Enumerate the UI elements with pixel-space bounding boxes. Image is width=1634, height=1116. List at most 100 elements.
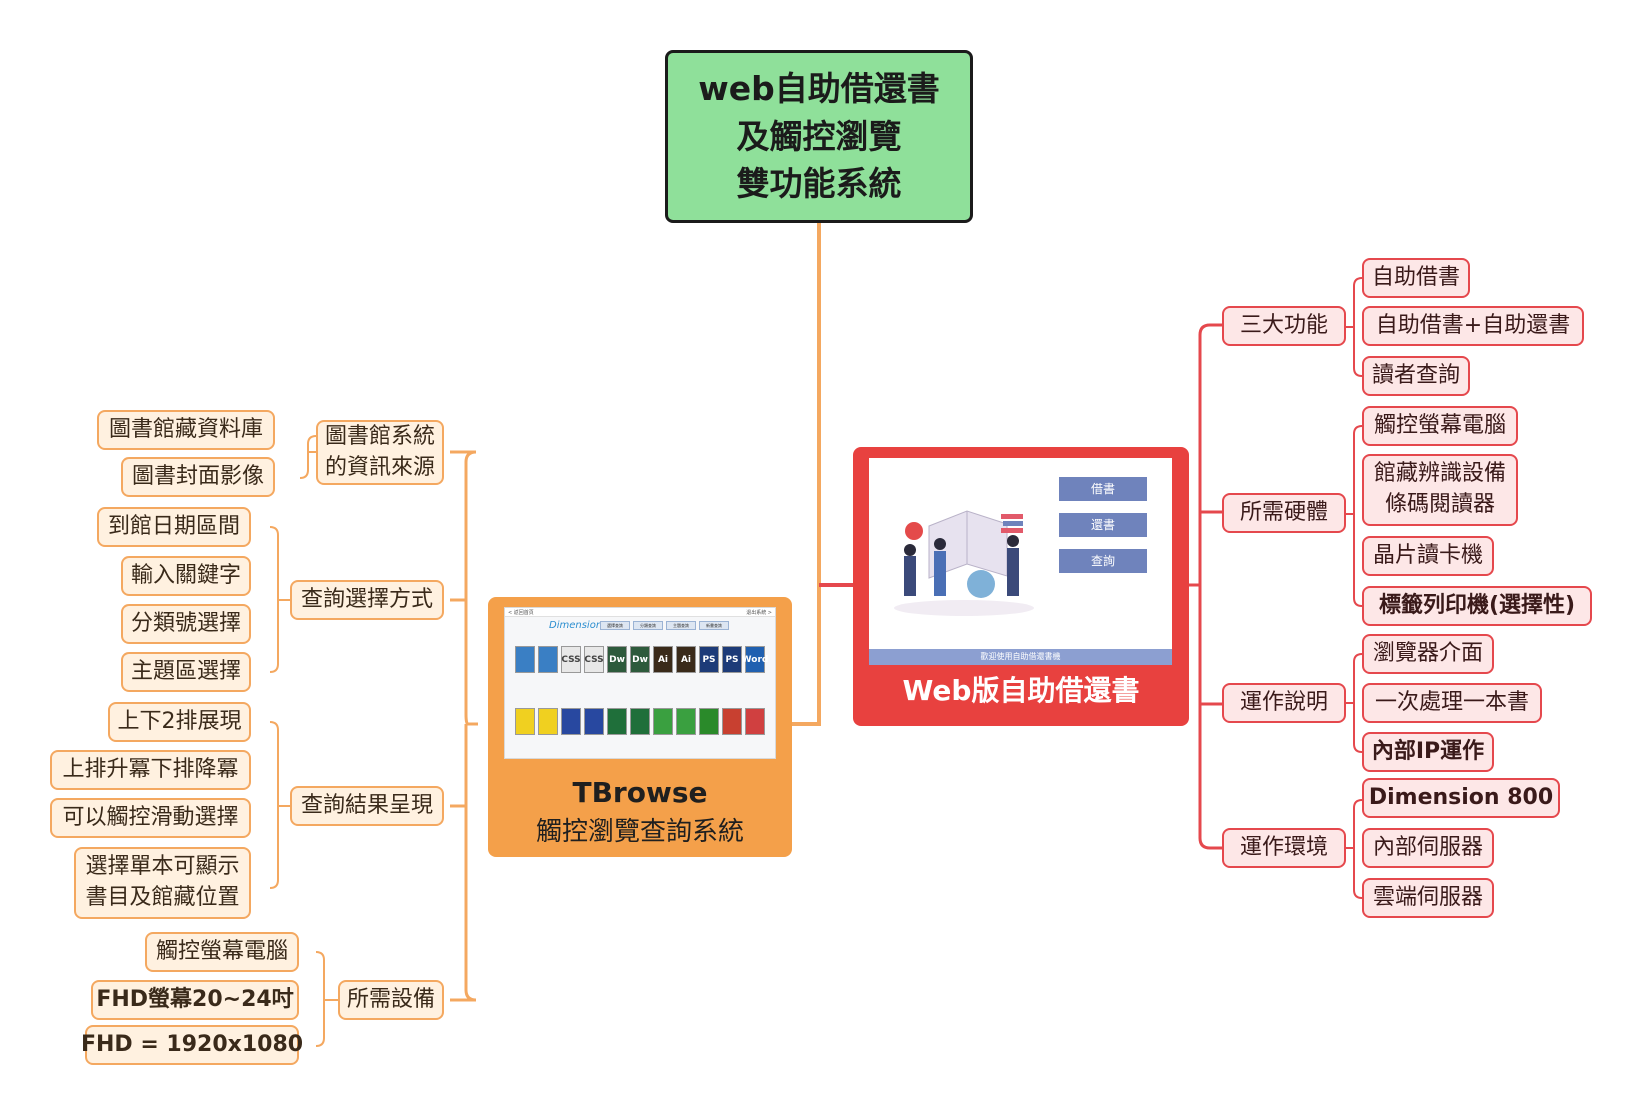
- red-branch-stubs: [1200, 323, 1222, 850]
- leaf-single-book-detail[interactable]: 選擇單本可顯示 書目及館藏位置: [74, 847, 251, 919]
- book-cover-thumbnail[interactable]: [653, 708, 673, 735]
- book-cover-thumbnail[interactable]: [722, 708, 742, 735]
- branch-query-methods[interactable]: 查詢選擇方式: [290, 580, 444, 620]
- root-line-1: web自助借還書: [698, 68, 940, 108]
- leaf-text: 圖書封面影像: [131, 463, 264, 489]
- leaf-arrival-date-range[interactable]: 到館日期區間: [97, 507, 251, 547]
- book-cover-thumbnail[interactable]: [538, 646, 558, 673]
- bracket-equip: [315, 951, 338, 1047]
- book-cover-thumbnail[interactable]: Dw: [607, 646, 627, 673]
- root-line-2: 及觸控瀏覽: [736, 116, 902, 156]
- leaf-barcode-reader[interactable]: 館藏辨識設備 條碼閱讀器: [1362, 454, 1518, 526]
- root-node[interactable]: web自助借還書 及觸控瀏覽 雙功能系統: [665, 50, 973, 223]
- leaf-text: 上下2排展現: [117, 708, 242, 734]
- book-cover-thumbnail[interactable]: CSS: [561, 646, 581, 673]
- leaf-touch-swipe[interactable]: 可以觸控滑動選擇: [50, 798, 251, 838]
- book-cover-thumbnail[interactable]: Ai: [653, 646, 673, 673]
- web-node[interactable]: 借書 還書 查詢 歡迎使用自助借還書機 Web版自助借還書: [853, 447, 1189, 726]
- book-cover-thumbnail[interactable]: [745, 708, 765, 735]
- tbrowse-node[interactable]: < 返回首頁 退出系統 > Dimension 選擇查詢 分類查詢 主題查詢 新…: [488, 597, 792, 857]
- leaf-internal-ip[interactable]: 內部IP運作: [1362, 732, 1494, 772]
- leaf-browser-interface[interactable]: 瀏覽器介面: [1362, 634, 1494, 674]
- root-to-tbrowse-line: [792, 223, 821, 726]
- tbrowse-tab: 選擇查詢: [600, 621, 630, 630]
- branch-label: 所需硬體: [1239, 499, 1328, 525]
- tbrowse-subtitle: 觸控瀏覽查詢系統: [535, 816, 744, 847]
- book-cover-thumbnail[interactable]: [607, 708, 627, 735]
- tbrowse-title: TBrowse: [572, 776, 708, 809]
- leaf-text: 上排升冪下排降冪: [62, 756, 239, 782]
- branch-operation-notes[interactable]: 運作說明: [1222, 683, 1346, 723]
- bracket-results: [269, 721, 290, 889]
- borrow-button[interactable]: 借書: [1059, 477, 1147, 501]
- leaf-collection-database[interactable]: 圖書館藏資料庫: [97, 410, 275, 450]
- leaf-touchscreen-pc[interactable]: 觸控螢幕電腦: [145, 932, 299, 972]
- branch-result-display[interactable]: 查詢結果呈現: [290, 786, 444, 826]
- tbrowse-screenshot: < 返回首頁 退出系統 > Dimension 選擇查詢 分類查詢 主題查詢 新…: [504, 607, 776, 759]
- leaf-internal-server[interactable]: 內部伺服器: [1362, 828, 1494, 868]
- leaf-touchscreen-pc[interactable]: 觸控螢幕電腦: [1362, 406, 1518, 446]
- leaf-cover-images[interactable]: 圖書封面影像: [121, 457, 275, 497]
- query-button[interactable]: 查詢: [1059, 549, 1147, 573]
- bracket-query: [269, 526, 290, 673]
- tbrowse-back-label: < 返回首頁: [508, 610, 534, 616]
- leaf-text: 讀者查詢: [1371, 362, 1460, 388]
- book-cover-thumbnail[interactable]: [515, 708, 535, 735]
- branch-label: 查詢選擇方式: [300, 586, 433, 612]
- book-cover-thumbnail[interactable]: [584, 708, 604, 735]
- leaf-cloud-server[interactable]: 雲端伺服器: [1362, 878, 1494, 918]
- book-cover-thumbnail[interactable]: [676, 708, 696, 735]
- book-cover-thumbnail[interactable]: [538, 708, 558, 735]
- tbrowse-tab: 主題查詢: [666, 621, 696, 630]
- branch-label: 三大功能: [1239, 312, 1328, 338]
- book-cover-thumbnail[interactable]: [699, 708, 719, 735]
- book-cover-thumbnail[interactable]: [515, 646, 535, 673]
- branch-required-hardware[interactable]: 所需硬體: [1222, 493, 1346, 533]
- return-button[interactable]: 還書: [1059, 513, 1147, 537]
- leaf-text: 晶片讀卡機: [1372, 542, 1483, 568]
- book-cover-thumbnail[interactable]: Word: [742, 646, 768, 673]
- branch-label: 查詢結果呈現: [300, 792, 433, 818]
- leaf-self-borrow-return[interactable]: 自助借書+自助還書: [1362, 306, 1584, 346]
- leaf-self-borrow[interactable]: 自助借書: [1362, 258, 1470, 298]
- leaf-text: 可以觸控滑動選擇: [62, 804, 239, 830]
- branch-three-functions[interactable]: 三大功能: [1222, 306, 1346, 346]
- leaf-two-row-display[interactable]: 上下2排展現: [108, 702, 251, 742]
- bracket-sources: [299, 435, 317, 479]
- leaf-topic-area-select[interactable]: 主題區選擇: [121, 652, 251, 692]
- book-cover-thumbnail[interactable]: Dw: [630, 646, 650, 673]
- leaf-text: 館藏辨識設備 條碼閱讀器: [1373, 461, 1506, 517]
- leaf-sort-order[interactable]: 上排升冪下排降冪: [50, 750, 251, 790]
- leaf-classification-select[interactable]: 分類號選擇: [121, 604, 251, 644]
- book-cover-thumbnail[interactable]: PS: [722, 646, 742, 673]
- tbrowse-title-block: TBrowse 觸控瀏覽查詢系統: [488, 773, 792, 851]
- bracket-environment: [1346, 799, 1363, 899]
- welcome-strip: 歡迎使用自助借還書機: [869, 649, 1172, 665]
- branch-operating-environment[interactable]: 運作環境: [1222, 828, 1346, 868]
- book-cover-thumbnail[interactable]: PS: [699, 646, 719, 673]
- branch-data-sources[interactable]: 圖書館系統 的資訊來源: [316, 420, 444, 485]
- book-cover-thumbnail[interactable]: CSS: [584, 646, 604, 673]
- book-row-lower: [515, 708, 765, 735]
- leaf-fhd-monitor[interactable]: FHD螢幕20~24吋: [91, 980, 299, 1020]
- leaf-text: 標籤列印機(選擇性): [1378, 592, 1576, 618]
- branch-label: 圖書館系統 的資訊來源: [324, 423, 435, 480]
- tbrowse-tabs: 選擇查詢 分類查詢 主題查詢 新書查詢: [600, 621, 729, 630]
- book-cover-thumbnail[interactable]: Ai: [676, 646, 696, 673]
- leaf-dimension-800[interactable]: Dimension 800: [1362, 778, 1560, 818]
- bracket-functions: [1346, 277, 1363, 377]
- leaf-keyword-input[interactable]: 輸入關鍵字: [121, 556, 251, 596]
- leaf-label-printer[interactable]: 標籤列印機(選擇性): [1362, 586, 1592, 626]
- leaf-one-book-at-a-time[interactable]: 一次處理一本書: [1362, 683, 1542, 723]
- leaf-text: 內部IP運作: [1371, 738, 1485, 764]
- leaf-reader-query[interactable]: 讀者查詢: [1362, 356, 1470, 396]
- leaf-text: 選擇單本可顯示 書目及館藏位置: [85, 854, 240, 910]
- book-cover-thumbnail[interactable]: [561, 708, 581, 735]
- leaf-fhd-resolution[interactable]: FHD = 1920x1080: [81, 1025, 303, 1065]
- leaf-text: 觸控螢幕電腦: [155, 938, 288, 964]
- branch-required-equipment[interactable]: 所需設備: [338, 980, 444, 1020]
- book-cover-thumbnail[interactable]: [630, 708, 650, 735]
- leaf-text: FHD螢幕20~24吋: [96, 986, 294, 1012]
- leaf-card-reader[interactable]: 晶片讀卡機: [1362, 536, 1494, 576]
